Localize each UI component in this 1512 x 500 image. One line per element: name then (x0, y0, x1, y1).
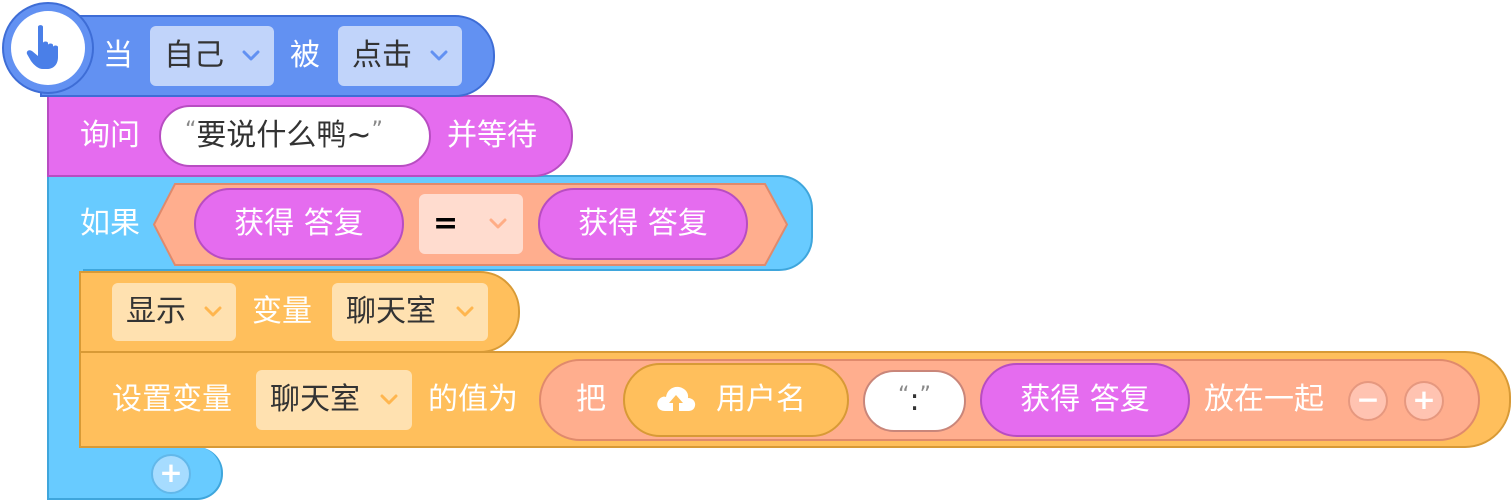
close-quote-icon: ” (919, 383, 931, 408)
add-block-button[interactable]: + (151, 454, 191, 494)
open-quote-icon: “ (185, 118, 197, 143)
answer-reporter-right-label: 获得 答复 (578, 206, 708, 241)
sprite-dropdown[interactable]: 自己 (150, 26, 274, 86)
ask-label: 询问 (80, 118, 140, 153)
separator-text-input[interactable]: “:” (863, 370, 966, 432)
wait-label: 并等待 (447, 118, 537, 153)
chevron-down-icon (430, 50, 448, 61)
if-block-arm (47, 265, 83, 455)
join-label: 把 (576, 382, 606, 417)
cloud-variable-label: 用户名 (716, 382, 806, 417)
operator-value: = (433, 206, 459, 241)
add-block-label: + (159, 456, 183, 489)
chevron-down-icon (380, 394, 398, 405)
show-variable-dropdown[interactable]: 聊天室 (332, 283, 488, 341)
chevron-down-icon (456, 306, 474, 317)
operator-dropdown[interactable]: = (419, 194, 523, 254)
answer-reporter-join[interactable]: 获得 答复 (980, 363, 1190, 437)
show-action-value: 显示 (126, 294, 186, 329)
question-text-input[interactable]: “要说什么鸭~” (159, 105, 431, 167)
remove-input-button[interactable]: − (1348, 381, 1388, 421)
set-variable-dropdown[interactable]: 聊天室 (256, 370, 412, 430)
separator-value: : (909, 383, 920, 418)
answer-reporter-join-label: 获得 答复 (1020, 382, 1150, 417)
open-quote-icon: “ (898, 383, 910, 408)
set-variable-value: 聊天室 (270, 382, 360, 417)
sprite-dropdown-value: 自己 (164, 38, 224, 73)
remove-input-label: − (1356, 383, 1380, 416)
show-action-dropdown[interactable]: 显示 (112, 283, 236, 341)
by-label: 被 (290, 38, 320, 73)
chevron-down-icon (242, 50, 260, 61)
set-variable-label: 设置变量 (112, 382, 232, 417)
variable-label: 变量 (252, 294, 312, 329)
answer-reporter-left[interactable]: 获得 答复 (194, 188, 404, 260)
answer-reporter-left-label: 获得 答复 (234, 206, 364, 241)
close-quote-icon: ” (371, 118, 383, 143)
event-dropdown-value: 点击 (352, 38, 412, 73)
value-label: 的值为 (428, 382, 518, 417)
cloud-upload-icon (657, 386, 696, 412)
if-label: 如果 (80, 206, 140, 241)
event-dropdown[interactable]: 点击 (338, 26, 462, 86)
when-label: 当 (103, 38, 133, 73)
question-text-value: 要说什么鸭~ (196, 118, 372, 153)
if-block-footer[interactable] (47, 447, 223, 500)
answer-reporter-right[interactable]: 获得 答复 (538, 188, 748, 260)
hand-pointer-icon (26, 25, 58, 69)
show-variable-value: 聊天室 (346, 294, 436, 329)
add-input-label: + (1412, 383, 1436, 416)
chevron-down-icon (204, 306, 222, 317)
add-input-button[interactable]: + (1404, 381, 1444, 421)
join-end-label: 放在一起 (1204, 382, 1324, 417)
chevron-down-icon (489, 218, 507, 229)
